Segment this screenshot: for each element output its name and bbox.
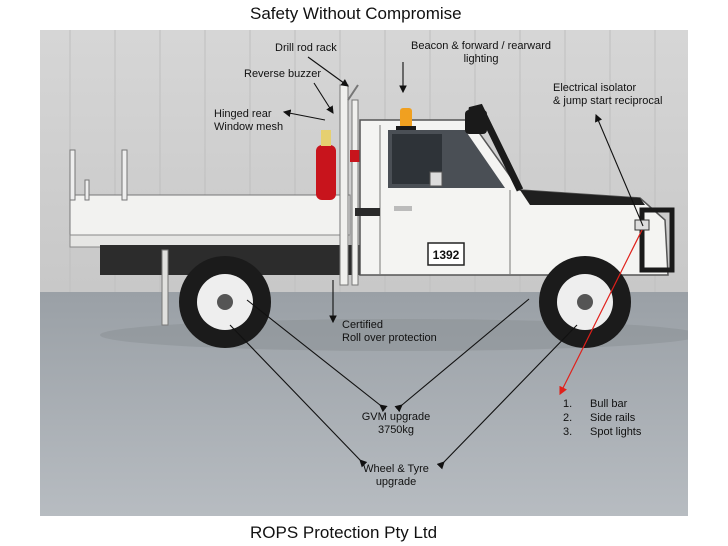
label-wheel-tyre: Wheel & Tyre upgrade bbox=[356, 463, 436, 489]
label-wheel-tyre-line1: Wheel & Tyre bbox=[363, 463, 429, 475]
label-beacon: Beacon & forward / rearward lighting bbox=[411, 40, 551, 66]
label-electrical-isolator: Electrical isolator & jump start recipro… bbox=[553, 82, 662, 108]
list-item: 1. Bull bar bbox=[563, 398, 628, 410]
list-item: 3. Spot lights bbox=[563, 426, 642, 438]
list-item: 2. Side rails bbox=[563, 412, 636, 424]
label-hinged-rear-line1: Hinged rear bbox=[214, 108, 272, 120]
fleet-number: 1392 bbox=[433, 248, 460, 262]
label-drill-rod-rack: Drill rod rack bbox=[275, 42, 337, 54]
label-beacon-line2: lighting bbox=[463, 53, 499, 65]
label-reverse-buzzer: Reverse buzzer bbox=[244, 68, 322, 80]
label-gvm-upgrade-line2: 3750kg bbox=[377, 424, 415, 436]
features-list: 1. Bull bar 2. Side rails 3. Spot lights bbox=[563, 397, 641, 439]
label-electrical-isolator-line2: & jump start reciprocal bbox=[553, 95, 663, 107]
label-certified-rop: Certified Roll over protection bbox=[342, 319, 437, 345]
label-certified-rop-line1: Certified bbox=[342, 319, 383, 331]
vehicle-photo: 1392 Drill rod rack Beacon & forward / r… bbox=[40, 30, 688, 516]
slide-title: Safety Without Compromise bbox=[250, 4, 462, 23]
label-beacon-line1: Beacon & forward / rearward bbox=[411, 40, 552, 52]
label-electrical-isolator-line1: Electrical isolator bbox=[553, 82, 637, 94]
label-hinged-rear-line2: Window mesh bbox=[214, 121, 284, 133]
slide-footer: ROPS Protection Pty Ltd bbox=[250, 523, 438, 542]
label-gvm-upgrade-line1: GVM upgrade bbox=[361, 411, 431, 423]
label-certified-rop-line2: Roll over protection bbox=[342, 332, 437, 344]
label-wheel-tyre-line2: upgrade bbox=[375, 476, 417, 488]
label-gvm-upgrade: GVM upgrade 3750kg bbox=[358, 411, 434, 437]
label-hinged-rear: Hinged rear Window mesh bbox=[214, 108, 283, 134]
